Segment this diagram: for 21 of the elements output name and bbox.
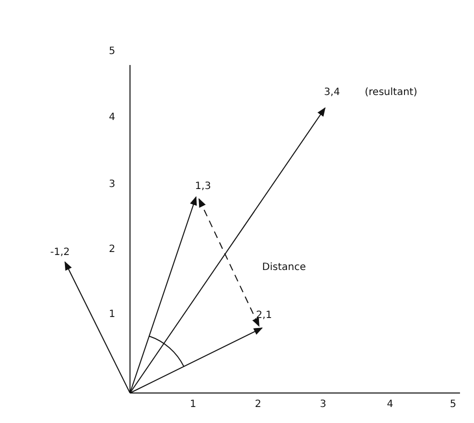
axis-tick-label: 5 xyxy=(450,399,456,411)
point-label: 2,1 xyxy=(256,310,272,322)
axis-tick-label: 4 xyxy=(386,399,394,411)
point-label: 3,4 xyxy=(324,87,340,99)
axis-tick-label: 1 xyxy=(108,309,116,321)
axis-tick-label: 3 xyxy=(108,179,116,191)
vector-arrow xyxy=(130,107,326,394)
vector-arrow xyxy=(64,261,130,394)
axis-tick-label: 5 xyxy=(108,46,116,58)
dashed-arrow xyxy=(198,198,260,327)
edge-label: Distance xyxy=(262,262,306,274)
vector-arrow xyxy=(130,328,263,394)
point-label: -1,2 xyxy=(50,247,70,259)
axis-tick-label: 1 xyxy=(190,399,196,411)
point-label: 1,3 xyxy=(195,181,211,193)
vector-arrow xyxy=(130,196,197,394)
axis-tick-label: 2 xyxy=(108,244,116,256)
axis-tick-label: 3 xyxy=(320,399,326,411)
axis-tick-label: 4 xyxy=(108,112,116,124)
axis-tick-label: 2 xyxy=(254,399,262,411)
vector-annotation: (resultant) xyxy=(364,87,418,99)
